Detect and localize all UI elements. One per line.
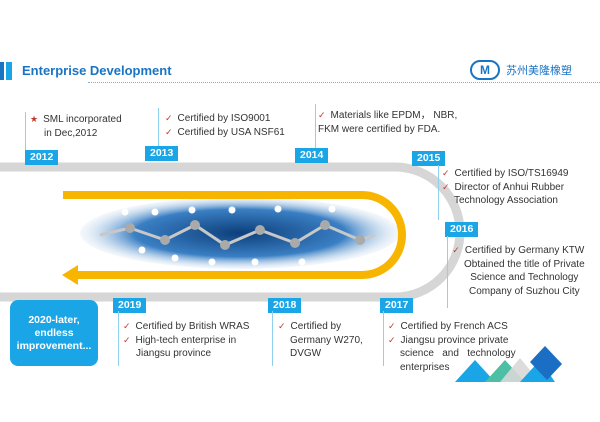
milestone-2018-text: ✓ Certified by Germany W270, DVGW <box>278 320 363 361</box>
timeline-connector <box>25 112 26 150</box>
check-icon: ✓ <box>452 245 460 255</box>
milestone-item: Certified by ISO/TS16949 <box>454 168 569 179</box>
company-logo: M 苏州美隆橡塑 <box>470 60 572 80</box>
molecule-atoms <box>121 205 365 266</box>
milestone-2017-text: ✓ Certified by French ACS ✓ Jiangsu provin… <box>388 320 516 374</box>
milestone-item: Certified by British WRAS <box>135 321 250 332</box>
future-line: improvement... <box>16 339 92 352</box>
molecule-image <box>80 197 400 269</box>
milestone-2015-text: ✓ Certified by ISO/TS16949 ✓ Director of A… <box>442 167 569 208</box>
year-badge-2013: 2013 <box>145 146 179 161</box>
check-icon: ✓ <box>165 113 173 123</box>
check-icon: ✓ <box>278 321 286 331</box>
header-bar-icon <box>6 62 12 80</box>
milestone-2013-text: ✓ Certified by ISO9001 ✓ Certified by USA … <box>165 112 285 139</box>
milestone-item: Obtained the title of Private <box>464 258 585 270</box>
check-icon: ✓ <box>123 321 131 331</box>
milestone-item: DVGW <box>290 348 322 359</box>
page-title: Enterprise Development <box>22 63 172 78</box>
timeline-connector <box>447 236 448 308</box>
milestone-item: enterprises <box>400 361 450 373</box>
yellow-arrow <box>63 191 406 279</box>
molecule-chain <box>99 223 376 247</box>
check-icon: ✓ <box>442 181 450 192</box>
milestone-item: science and technology <box>400 348 516 359</box>
year-badge-2014: 2014 <box>295 148 329 163</box>
timeline-connector <box>315 104 316 148</box>
milestone-item: Technology Association <box>454 195 558 206</box>
check-icon: ✓ <box>388 321 396 331</box>
milestone-item: Director of Anhui Rubber <box>454 181 565 193</box>
milestone-2014-text: ✓ Materials like EPDM， NBR, FKM were cert… <box>318 109 457 136</box>
timeline-connector <box>383 311 384 366</box>
logo-mark-icon: M <box>470 60 500 80</box>
milestone-item: High-tech enterprise in <box>135 334 237 346</box>
milestone-item: Certified by <box>290 321 342 332</box>
milestone-item: Jiangsu province <box>136 348 212 359</box>
check-icon: ✓ <box>442 168 450 178</box>
check-icon: ✓ <box>165 126 173 137</box>
milestone-item: Company of Suzhou City <box>469 285 580 297</box>
milestone-item: Germany W270, <box>290 334 363 346</box>
year-badge-2012: 2012 <box>25 150 59 165</box>
milestone-item: Science and Technology <box>470 272 579 283</box>
future-line: endless <box>34 326 74 339</box>
milestone-item: in Dec,2012 <box>44 127 98 139</box>
logo-text: 苏州美隆橡塑 <box>506 65 572 77</box>
year-badge-2019: 2019 <box>113 298 147 313</box>
year-badge-2015: 2015 <box>412 151 446 166</box>
milestone-item: Materials like EPDM， NBR, <box>330 110 458 121</box>
year-badge-2016: 2016 <box>445 222 479 237</box>
milestone-item: Certified by Germany KTW <box>464 245 585 256</box>
year-badge-2017: 2017 <box>380 298 414 313</box>
timeline-connector <box>158 108 159 147</box>
check-icon: ✓ <box>318 110 326 120</box>
milestone-item: SML incorporated <box>43 114 122 125</box>
timeline-connector <box>272 311 273 366</box>
milestone-2016-text: ✓ Certified by Germany KTW Obtained the t… <box>452 244 585 298</box>
milestone-2019-text: ✓ Certified by British WRAS ✓ High-tech en… <box>123 320 249 361</box>
check-icon: ✓ <box>388 334 396 345</box>
milestone-item: Certified by USA NSF61 <box>177 126 285 138</box>
timeline-connector <box>118 311 119 366</box>
milestone-2012-text: ★ SML incorporated in Dec,2012 <box>30 113 122 140</box>
check-icon: ✓ <box>123 334 131 345</box>
arrow-head-icon <box>62 265 78 285</box>
milestone-item: Jiangsu province private <box>400 334 509 346</box>
year-badge-2018: 2018 <box>268 298 302 313</box>
milestone-item: Certified by French ACS <box>400 321 508 332</box>
milestone-item: Certified by ISO9001 <box>177 113 271 124</box>
header-bar-icon <box>0 62 4 80</box>
timeline-connector <box>438 165 439 220</box>
star-icon: ★ <box>30 114 39 124</box>
title-divider <box>88 82 600 83</box>
future-line: 2020-later, <box>28 313 80 326</box>
milestone-item: FKM were certified by FDA. <box>318 123 441 135</box>
decorative-triangles <box>455 346 562 382</box>
